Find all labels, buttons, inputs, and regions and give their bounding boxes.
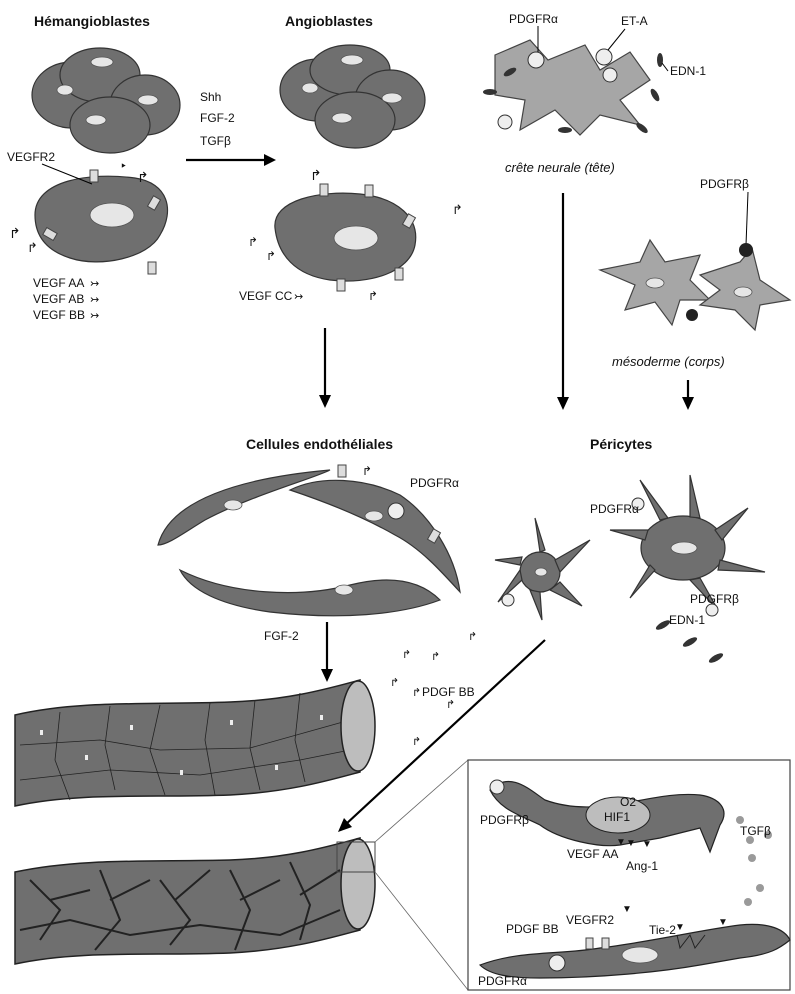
arrow-endo-to-tube [321,622,333,682]
header-pericytes: Péricytes [590,436,652,452]
label-vegf-cc: VEGF CC [239,289,293,303]
inset-label-ang1: Ang-1 [626,859,658,873]
label-vegf-bb: VEGF BB [33,308,85,322]
label-fgf2-top: FGF-2 [200,111,235,125]
svg-text:↱: ↱ [9,225,21,241]
svg-text:‣: ‣ [120,159,127,173]
label-et-a: ET-A [621,14,648,28]
svg-text:↱: ↱ [248,235,258,249]
label-edn1-peri: EDN-1 [669,613,705,627]
svg-text:↱: ↱ [27,240,38,255]
angioblast-cell [275,184,416,291]
svg-text:↱: ↱ [452,202,463,217]
svg-text:↱: ↱ [412,736,421,748]
zoom-lines [375,760,468,990]
inset-label-tgfb: TGFβ [740,824,771,838]
svg-text:↣: ↣ [294,291,303,303]
svg-text:↱: ↱ [412,687,421,699]
label-edn1-crest: EDN-1 [670,64,706,78]
svg-text:↱: ↱ [446,699,455,711]
svg-text:↱: ↱ [362,464,372,478]
label-pdgf-bb-mid: PDGF BB [422,685,475,699]
label-pdgfra-peri: PDGFRα [590,502,639,516]
svg-text:↱: ↱ [137,169,149,185]
inset-label-pdgfrb: PDGFRβ [480,813,529,827]
hemangioblast-cell [35,170,168,274]
label-vegf-ab: VEGF AB [33,292,84,306]
label-vegfr2-left: VEGFR2 [7,150,55,164]
svg-text:▼: ▼ [626,838,636,849]
svg-text:↣: ↣ [90,294,99,306]
mesoderm-cells [600,240,790,330]
vessel-tube-with-pericytes [15,838,375,964]
neural-crest-cells [483,40,663,135]
svg-text:▼: ▼ [718,917,728,928]
label-pdgfra-endo: PDGFRα [410,476,459,490]
inset-label-hif1: HIF1 [604,810,630,824]
header-angioblastes: Angioblastes [285,13,373,29]
inset-label-o2: O2 [620,795,636,809]
label-fgf2-mid: FGF-2 [264,629,299,643]
inset-label-pdgf-bb: PDGF BB [506,922,559,936]
label-pdgfrb-peri: PDGFRβ [690,592,739,606]
label-tgfb-top: TGFβ [200,134,231,148]
svg-text:↱: ↱ [310,167,322,183]
svg-text:↱: ↱ [468,631,477,643]
svg-text:▼: ▼ [642,839,652,850]
hemangioblast-cluster [32,48,180,153]
svg-text:↣: ↣ [90,310,99,322]
inset-label-tie2: Tie-2 [649,923,676,937]
label-crete-neurale: crête neurale (tête) [505,160,615,175]
inset-label-pdgfra: PDGFRα [478,974,527,988]
angioblast-cluster [280,45,425,148]
label-vegf-aa: VEGF AA [33,276,84,290]
svg-text:▼: ▼ [675,922,685,933]
inset-label-vegfr2: VEGFR2 [566,913,614,927]
svg-text:↣: ↣ [90,278,99,290]
label-mesoderme: mésoderme (corps) [612,354,725,369]
svg-text:↱: ↱ [390,677,399,689]
header-cellules-endotheliales: Cellules endothéliales [246,436,393,452]
arrow-angio-to-endo [319,328,331,408]
inset-label-vegf-aa: VEGF AA [567,847,618,861]
arrow-crest-to-pericytes [557,193,569,410]
label-pdgfrb-meso: PDGFRβ [700,177,749,191]
vessel-tube-endothelial [15,680,375,806]
label-pdgfra-crest: PDGFRα [509,12,558,26]
svg-text:↱: ↱ [402,649,411,661]
arrow-to-angioblastes [186,154,276,166]
svg-text:▼: ▼ [622,904,632,915]
header-hemangioblastes: Hémangioblastes [34,13,150,29]
svg-text:↱: ↱ [431,651,440,663]
label-shh: Shh [200,90,221,104]
arrow-meso-to-pericytes [682,380,694,410]
svg-text:↱: ↱ [266,249,276,263]
svg-text:↱: ↱ [368,289,378,303]
